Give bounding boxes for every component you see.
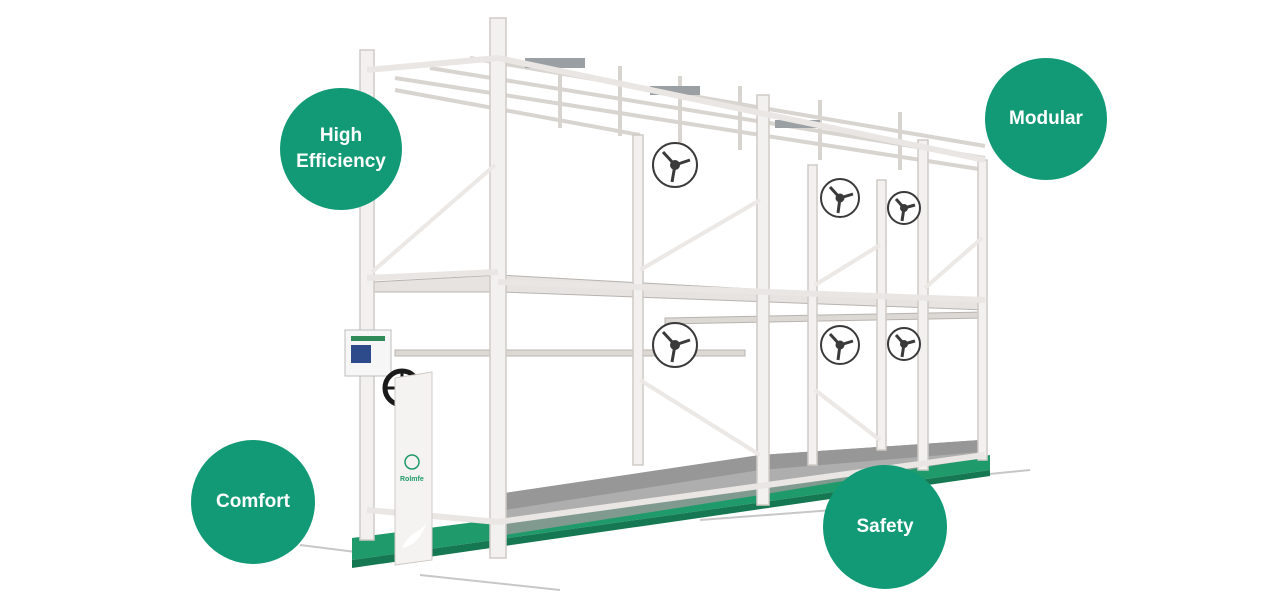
- fan-icon: [820, 325, 860, 365]
- feature-badge-modular: Modular: [985, 58, 1107, 180]
- control-panel: [344, 329, 392, 377]
- feature-label-high-efficiency: High Efficiency: [296, 125, 386, 172]
- end-cap-panel: [394, 371, 433, 566]
- rack-braces: [370, 163, 984, 457]
- feature-label-safety: Safety: [856, 516, 914, 538]
- brand-mark: Rolmfe: [400, 476, 424, 483]
- fan-icon: [887, 327, 921, 361]
- fan-icon: [820, 178, 860, 218]
- feature-badge-high-efficiency: High Efficiency: [280, 88, 402, 210]
- rack-beams: [366, 55, 986, 525]
- feature-badge-comfort: Comfort: [191, 440, 315, 564]
- fan-icon: [652, 322, 698, 368]
- feature-badge-safety: Safety: [823, 465, 947, 589]
- fan-icon: [652, 142, 698, 188]
- feature-label-comfort: Comfort: [216, 491, 290, 513]
- fan-icon: [887, 191, 921, 225]
- circulation-fans: [652, 142, 921, 368]
- feature-label-modular: Modular: [1009, 108, 1083, 130]
